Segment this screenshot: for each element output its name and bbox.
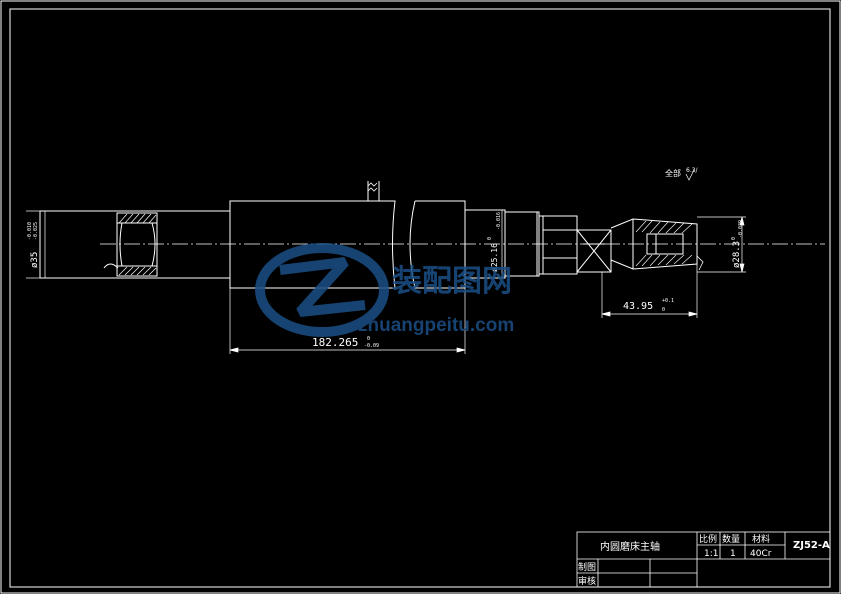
left-diameter-label: ø35: [30, 252, 40, 268]
watermark-logo-icon: [255, 243, 389, 337]
right-tol-bottom: -0.039: [738, 220, 744, 238]
mid-tol-top: 0: [487, 237, 493, 240]
material-label: 材料: [752, 533, 770, 545]
dim-left-diameter: [26, 210, 46, 279]
right-tol-top: 0: [731, 237, 737, 240]
dim-right-length: [601, 264, 698, 318]
right-diameter-label: ø28.3: [732, 241, 742, 268]
right-length-tol-top: +0.1: [662, 298, 674, 304]
quantity-value: 1: [730, 549, 736, 559]
right-length-label: 43.95: [623, 301, 653, 312]
part-name: 内圆磨床主轴: [600, 540, 660, 553]
drawing-number: ZJ52-A: [793, 540, 830, 551]
left-tol-bottom: -0.025: [33, 222, 39, 240]
scale-label: 比例: [699, 533, 717, 545]
material-value: 40Cr: [750, 549, 772, 559]
main-length-label: 182.265: [312, 336, 358, 349]
checker-label: 审核: [578, 575, 596, 587]
inner-border: [9, 8, 831, 588]
left-shaft-section: [39, 210, 230, 279]
watermark-cn-text: 装配图网: [392, 265, 512, 298]
mid-tol-bottom: -0.016: [496, 212, 502, 230]
left-tol-top: -0.010: [27, 222, 33, 240]
roughness-symbol-icon: [685, 169, 695, 181]
watermark: 装配图网 zhuangpeitu.com: [255, 243, 514, 337]
dim-main-length: [229, 288, 466, 354]
dim-right-diameter: [697, 216, 746, 273]
watermark-url: zhuangpeitu.com: [358, 315, 514, 336]
right-length-tol-bottom: 0: [662, 307, 665, 313]
main-length-tol-top: 0: [367, 336, 370, 342]
surface-note-symbol: 6.3/: [686, 167, 699, 174]
main-body-section: [229, 181, 466, 289]
title-block: [576, 531, 831, 588]
right-taper-section: [576, 218, 704, 273]
mid-diameter-label: ø25.16: [490, 243, 499, 272]
designer-label: 制图: [578, 561, 596, 573]
surface-note-label: 全部: [665, 168, 681, 178]
quantity-label: 数量: [722, 533, 740, 545]
main-length-tol-bottom: -0.09: [364, 343, 379, 349]
scale-value: 1:1: [704, 549, 718, 559]
